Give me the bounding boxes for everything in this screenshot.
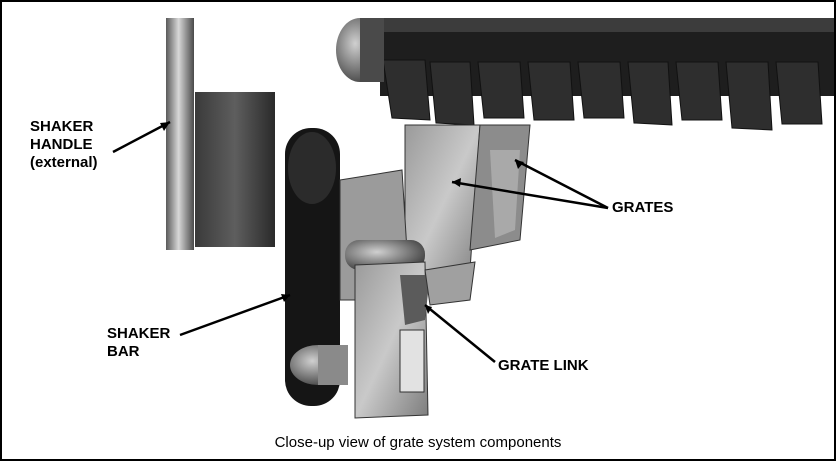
leader-grate-link <box>424 304 496 363</box>
leader-shaker-handle <box>112 120 171 154</box>
leader-lines <box>112 120 609 363</box>
label-shaker-handle: SHAKER HANDLE (external) <box>30 118 98 172</box>
label-grates: GRATES <box>612 199 674 216</box>
label-grate-link: GRATE LINK <box>498 357 589 374</box>
label-shaker-bar-line2: BAR <box>107 343 140 360</box>
grate-rail <box>336 18 834 131</box>
figure-caption: Close-up view of grate system components <box>274 434 562 451</box>
label-shaker-handle-line2: HANDLE <box>30 136 93 153</box>
shaker-handle <box>166 18 275 250</box>
leader-grates-2 <box>514 158 609 210</box>
label-shaker-handle-line1: SHAKER <box>30 118 94 135</box>
label-shaker-handle-line3: (external) <box>30 154 98 171</box>
label-shaker-bar: SHAKER BAR <box>107 325 170 361</box>
label-shaker-bar-line1: SHAKER <box>107 325 171 342</box>
leader-shaker-bar <box>179 293 291 337</box>
grate-link <box>339 169 476 419</box>
leader-grates-1 <box>451 180 609 210</box>
arrowheads <box>160 122 524 314</box>
shaker-bar <box>285 128 348 406</box>
